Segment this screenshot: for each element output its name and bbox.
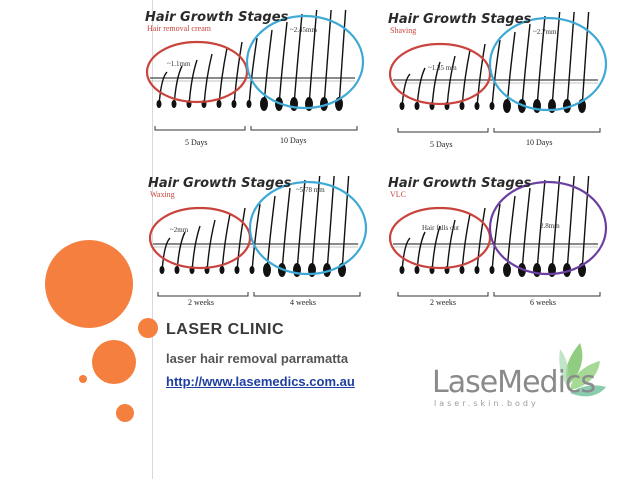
hair-strand bbox=[327, 176, 335, 272]
decor-circle-small-2 bbox=[116, 404, 134, 422]
left-period: 5 Days bbox=[185, 138, 207, 147]
right-period: 10 Days bbox=[526, 138, 552, 147]
left-measure: ~1.35 mm bbox=[428, 64, 457, 72]
hair-diagram bbox=[388, 12, 628, 162]
hair-strand bbox=[324, 10, 332, 106]
clinic-title: LASER CLINIC bbox=[166, 321, 284, 339]
hair-bulb bbox=[533, 99, 541, 113]
hair-strand bbox=[309, 10, 317, 106]
hair-bulb bbox=[475, 102, 480, 110]
hair-bulb bbox=[503, 263, 511, 277]
hair-growth-panel-vlc: Hair Growth Stages VLC Hair falls out 2.… bbox=[388, 176, 628, 326]
logo-name: LaseMedics bbox=[432, 365, 595, 400]
left-growth-circle bbox=[390, 208, 490, 268]
right-period: 6 weeks bbox=[530, 298, 556, 307]
hair-bulb bbox=[475, 266, 480, 274]
panel-title: Hair Growth Stages bbox=[388, 176, 531, 191]
panel-method: Waxing bbox=[150, 190, 175, 199]
hair-growth-panel-shaving: Hair Growth Stages Shaving ~1.35 mm ~2.7… bbox=[388, 12, 628, 162]
hair-strand bbox=[279, 22, 287, 106]
clinic-website-link[interactable]: http://www.lasemedics.com.au bbox=[166, 374, 355, 389]
hair-bulb bbox=[490, 266, 495, 274]
hair-bulb bbox=[157, 100, 162, 108]
hair-bulb bbox=[172, 100, 177, 108]
hair-bulb bbox=[415, 102, 420, 110]
right-measure: 2.8mm bbox=[540, 222, 560, 230]
hair-bulb bbox=[460, 266, 465, 274]
hair-bulb bbox=[263, 263, 271, 277]
hair-strand bbox=[204, 54, 212, 106]
hair-bulb bbox=[490, 102, 495, 110]
left-measure: Hair falls out bbox=[422, 224, 459, 232]
panel-title: Hair Growth Stages bbox=[148, 176, 291, 191]
hair-bulb bbox=[260, 97, 268, 111]
right-period-bracket bbox=[494, 128, 600, 132]
logo-tagline: laser.skin.body bbox=[434, 399, 539, 408]
hair-bulb bbox=[533, 263, 541, 277]
panel-title: Hair Growth Stages bbox=[145, 10, 288, 25]
hair-bulb bbox=[415, 266, 420, 274]
panel-method: Shaving bbox=[390, 26, 416, 35]
hair-bulb bbox=[503, 99, 511, 113]
right-period: 4 weeks bbox=[290, 298, 316, 307]
right-measure: ~2.7mm bbox=[533, 28, 556, 36]
hair-bulb bbox=[220, 266, 225, 274]
left-period-bracket bbox=[398, 292, 488, 296]
hair-strand bbox=[552, 12, 560, 108]
decor-circle-large bbox=[45, 240, 133, 328]
hair-strand bbox=[207, 220, 215, 272]
right-measure: ~5.78 mm bbox=[296, 186, 325, 194]
left-growth-circle bbox=[390, 44, 490, 104]
right-measure: ~2.45mm bbox=[290, 26, 317, 34]
hair-bulb bbox=[247, 100, 252, 108]
hair-bulb bbox=[217, 100, 222, 108]
hair-strand bbox=[522, 24, 530, 108]
hair-bulb bbox=[235, 266, 240, 274]
hair-bulb bbox=[290, 97, 298, 111]
left-measure: ~2mm bbox=[170, 226, 188, 234]
panel-title: Hair Growth Stages bbox=[388, 12, 531, 27]
hair-bulb bbox=[460, 102, 465, 110]
hair-diagram bbox=[148, 176, 388, 326]
hair-bulb bbox=[400, 266, 405, 274]
hair-strand bbox=[567, 12, 575, 108]
hair-bulb bbox=[232, 100, 237, 108]
hair-strand bbox=[282, 188, 290, 272]
left-period: 2 weeks bbox=[188, 298, 214, 307]
hair-bulb bbox=[293, 263, 301, 277]
panel-method: VLC bbox=[390, 190, 406, 199]
lasemedics-logo: LaseMedics laser.skin.body bbox=[430, 335, 610, 415]
decor-circle-medium bbox=[92, 340, 136, 384]
hair-strand bbox=[567, 176, 575, 272]
left-measure: ~1.1mm bbox=[167, 60, 190, 68]
left-period-bracket bbox=[158, 292, 248, 296]
right-period: 10 Days bbox=[280, 136, 306, 145]
hair-bulb bbox=[175, 266, 180, 274]
left-growth-circle bbox=[147, 42, 247, 102]
hair-strand bbox=[192, 226, 200, 272]
hair-strand bbox=[432, 226, 440, 272]
hair-bulb bbox=[160, 266, 165, 274]
left-period-bracket bbox=[398, 128, 488, 132]
right-period-bracket bbox=[254, 292, 360, 296]
left-period: 2 weeks bbox=[430, 298, 456, 307]
left-period-bracket bbox=[155, 126, 245, 130]
decor-circle-tiny bbox=[79, 375, 87, 383]
hair-growth-panel-cream: Hair Growth Stages Hair removal cream ~1… bbox=[145, 10, 385, 160]
hair-growth-panel-waxing: Hair Growth Stages Waxing ~2mm ~5.78 mm … bbox=[148, 176, 388, 326]
right-growth-circle bbox=[250, 182, 366, 274]
right-period-bracket bbox=[494, 292, 600, 296]
hair-strand bbox=[522, 188, 530, 272]
left-growth-circle bbox=[150, 208, 250, 268]
hair-bulb bbox=[250, 266, 255, 274]
panel-method: Hair removal cream bbox=[147, 24, 211, 33]
clinic-subtitle: laser hair removal parramatta bbox=[166, 351, 348, 366]
hair-diagram bbox=[388, 176, 628, 326]
hair-bulb bbox=[400, 102, 405, 110]
right-period-bracket bbox=[251, 126, 357, 130]
left-period: 5 Days bbox=[430, 140, 452, 149]
